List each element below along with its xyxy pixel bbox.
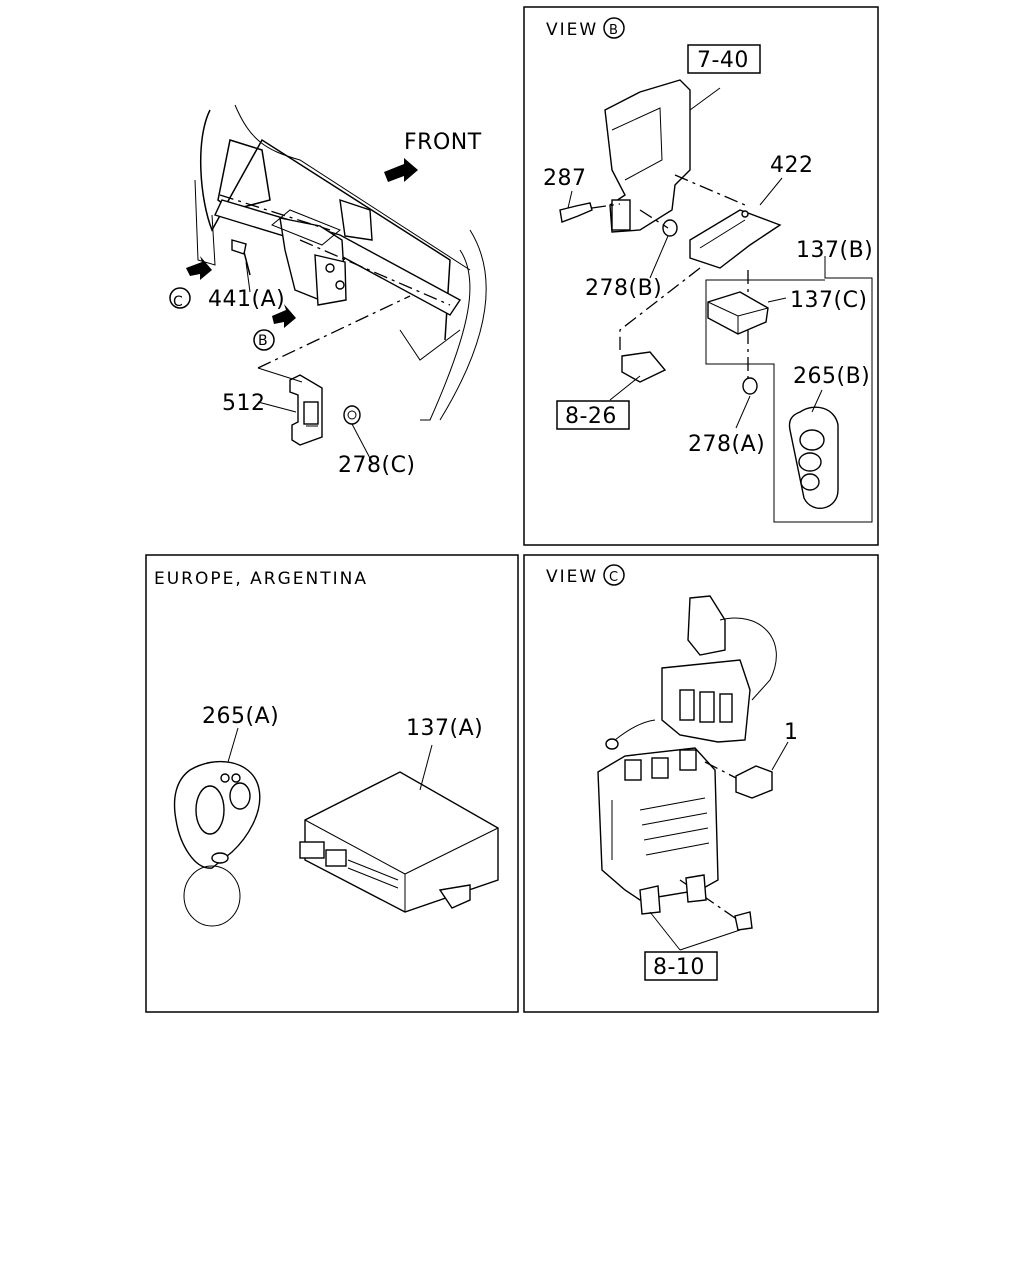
label-278c: 278(C) xyxy=(338,453,416,478)
label-287: 287 xyxy=(543,166,587,191)
label-view-c-header: VIEW xyxy=(546,567,598,587)
circle-letter-icon xyxy=(253,329,275,351)
label-278b: 278(B) xyxy=(585,276,662,301)
view-c-drawing xyxy=(597,595,789,951)
label-marker-c: C xyxy=(173,294,183,310)
arrow-icon xyxy=(272,304,296,328)
arrow-icon xyxy=(384,158,418,182)
view-c-panel xyxy=(523,554,879,1013)
label-265b: 265(B) xyxy=(793,364,870,389)
label-137a: 137(A) xyxy=(406,716,483,741)
circle-letter-icon xyxy=(603,17,625,39)
label-8-10: 8-10 xyxy=(653,955,705,980)
view-b-panel xyxy=(523,6,879,546)
label-512: 512 xyxy=(222,391,266,416)
label-view-b-header: VIEW xyxy=(546,20,598,40)
circle-letter-icon xyxy=(603,564,625,586)
label-view-c-letter: C xyxy=(609,570,618,585)
label-137c: 137(C) xyxy=(790,288,868,313)
circle-letter-icon xyxy=(169,287,191,309)
main-assembly-view xyxy=(169,104,487,463)
label-europe-header: EUROPE, ARGENTINA xyxy=(154,569,368,589)
label-1: 1 xyxy=(784,720,799,745)
view-b-drawing xyxy=(559,79,873,523)
label-marker-b: B xyxy=(258,333,268,349)
box-8-10 xyxy=(644,951,718,981)
europe-argentina-panel xyxy=(145,554,519,1013)
label-7-40: 7-40 xyxy=(697,48,749,73)
arrow-icon xyxy=(186,256,212,280)
box-8-26 xyxy=(556,400,630,430)
label-front: FRONT xyxy=(404,130,482,155)
label-view-b-letter: B xyxy=(609,23,618,38)
box-7-40 xyxy=(687,44,761,74)
label-265a: 265(A) xyxy=(202,704,279,729)
europe-drawing xyxy=(173,727,499,927)
label-8-26: 8-26 xyxy=(565,404,617,429)
label-441a: 441(A) xyxy=(208,287,285,312)
label-422: 422 xyxy=(770,153,814,178)
label-278a: 278(A) xyxy=(688,432,765,457)
label-137b: 137(B) xyxy=(796,238,873,263)
